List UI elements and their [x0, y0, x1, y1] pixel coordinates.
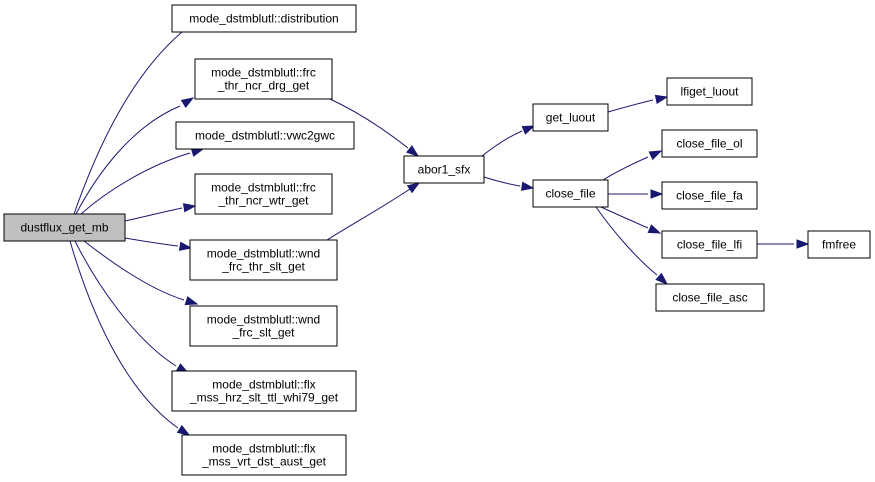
edge-dustflux_get_mb-to-frc_thr_ncr_wtr_get — [124, 203, 197, 222]
node-label: _thr_ncr_wtr_get — [217, 194, 309, 208]
edge-close_file-to-close_file_fa — [607, 189, 664, 199]
edge-abor1_sfx-to-close_file — [483, 176, 535, 191]
arrowhead — [184, 296, 199, 306]
node-label: close_file — [545, 187, 595, 201]
edge-close_file-to-close_file_ol — [602, 150, 663, 181]
node-label: mode_dstmblutl::distribution — [189, 12, 338, 26]
node-frc_thr_ncr_drg_get[interactable]: mode_dstmblutl::frc_thr_ncr_drg_get — [194, 58, 333, 100]
edge-close_file-to-close_file_asc — [595, 206, 669, 285]
node-label: mode_dstmblutl::frc — [211, 181, 316, 195]
node-wnd_frc_slt_get[interactable]: mode_dstmblutl::wnd_frc_slt_get — [189, 305, 338, 347]
arrowhead — [648, 150, 663, 161]
node-label: _mss_vrt_dst_aust_get — [201, 455, 327, 469]
node-label: close_file_lfi — [677, 238, 742, 252]
node-label: abor1_sfx — [418, 163, 471, 177]
node-label: mode_dstmblutl::wnd — [207, 313, 320, 327]
edge-close_file_lfi-to-fmfree — [757, 239, 810, 249]
edge-dustflux_get_mb-to-distribution — [73, 23, 195, 215]
node-flx_mss_hrz_slt_ttl_whi79_get[interactable]: mode_dstmblutl::flx_mss_hrz_slt_ttl_whi7… — [171, 370, 357, 412]
node-label: _frc_thr_slt_get — [221, 260, 305, 274]
node-wnd_frc_thr_slt_get[interactable]: mode_dstmblutl::wnd_frc_thr_slt_get — [189, 239, 338, 281]
edge-dustflux_get_mb-to-flx_mss_vrt_dst_aust_get — [69, 240, 191, 436]
node-label: close_file_asc — [672, 291, 747, 305]
node-distribution[interactable]: mode_dstmblutl::distribution — [171, 4, 357, 33]
edge-dustflux_get_mb-to-frc_thr_ncr_drg_get — [75, 97, 195, 215]
arrowhead — [520, 181, 535, 191]
arrowhead — [406, 145, 420, 157]
node-box — [189, 305, 338, 347]
edge-get_luout-to-lfiget_luout — [607, 94, 669, 113]
node-close_file_lfi[interactable]: close_file_lfi — [661, 230, 758, 259]
node-box — [3, 213, 126, 242]
node-get_luout[interactable]: get_luout — [532, 103, 609, 132]
node-fmfree[interactable]: fmfree — [807, 230, 871, 259]
node-flx_mss_vrt_dst_aust_get[interactable]: mode_dstmblutl::flx_mss_vrt_dst_aust_get — [181, 434, 347, 476]
edge-wnd_frc_thr_slt_get-to-abor1_sfx — [326, 182, 421, 241]
node-box — [666, 77, 753, 106]
arrowhead — [654, 94, 669, 105]
node-box — [532, 103, 609, 132]
node-box — [661, 181, 758, 210]
node-box — [194, 173, 333, 215]
node-label: mode_dstmblutl::wnd — [207, 247, 320, 261]
node-dustflux_get_mb[interactable]: dustflux_get_mb — [3, 213, 126, 242]
node-box — [175, 121, 355, 150]
arrowhead — [176, 424, 191, 436]
edge-dustflux_get_mb-to-wnd_frc_slt_get — [83, 240, 199, 306]
node-abor1_sfx[interactable]: abor1_sfx — [403, 155, 485, 184]
node-label: close_file_ol — [676, 137, 742, 151]
node-lfiget_luout[interactable]: lfiget_luout — [666, 77, 753, 106]
node-label: lfiget_luout — [680, 85, 739, 99]
node-vwc2gwc[interactable]: mode_dstmblutl::vwc2gwc — [175, 121, 355, 150]
arrowhead — [182, 203, 197, 213]
node-label: mode_dstmblutl::flx — [212, 378, 315, 392]
edge-dustflux_get_mb-to-wnd_frc_thr_slt_get — [124, 237, 193, 251]
node-box — [661, 230, 758, 259]
nodes-layer: dustflux_get_mb mode_dstmblutl::distribut… — [3, 4, 871, 476]
node-close_file_fa[interactable]: close_file_fa — [661, 181, 758, 210]
node-box — [403, 155, 485, 184]
node-label: _thr_ncr_drg_get — [217, 79, 310, 93]
edge-dustflux_get_mb-to-vwc2gwc — [80, 147, 205, 215]
edge-close_file-to-close_file_lfi — [600, 206, 662, 234]
node-label: dustflux_get_mb — [20, 221, 108, 235]
node-box — [171, 370, 357, 412]
node-label: close_file_fa — [676, 189, 743, 203]
arrowhead — [647, 224, 662, 234]
node-frc_thr_ncr_wtr_get[interactable]: mode_dstmblutl::frc_thr_ncr_wtr_get — [194, 173, 333, 215]
arrowhead — [796, 239, 810, 249]
node-box — [807, 230, 871, 259]
node-label: _mss_hrz_slt_ttl_whi79_get — [189, 391, 339, 405]
node-box — [194, 58, 333, 100]
arrowhead — [650, 189, 664, 199]
node-label: mode_dstmblutl::flx — [212, 442, 315, 456]
edge-abor1_sfx-to-get_luout — [481, 125, 536, 157]
node-close_file_asc[interactable]: close_file_asc — [655, 283, 765, 312]
edges-layer — [69, 23, 810, 436]
node-box — [181, 434, 347, 476]
node-box — [189, 239, 338, 281]
node-close_file[interactable]: close_file — [532, 179, 609, 208]
node-box — [532, 179, 609, 208]
arrowhead — [178, 241, 193, 251]
node-close_file_ol[interactable]: close_file_ol — [661, 129, 758, 158]
node-label: mode_dstmblutl::vwc2gwc — [195, 129, 335, 143]
node-label: get_luout — [546, 111, 596, 125]
arrowhead — [180, 97, 195, 109]
node-box — [661, 129, 758, 158]
node-box — [655, 283, 765, 312]
arrowhead — [655, 272, 669, 285]
node-box — [171, 4, 357, 33]
node-label: fmfree — [822, 238, 856, 252]
arrowhead — [406, 182, 421, 194]
arrowhead — [521, 125, 536, 135]
edge-dustflux_get_mb-to-flx_mss_hrz_slt_ttl_whi79_get — [74, 240, 190, 374]
arrowhead — [190, 147, 205, 157]
node-label: _frc_slt_get — [231, 326, 295, 340]
node-label: mode_dstmblutl::frc — [211, 66, 316, 80]
edge-frc_thr_ncr_drg_get-to-abor1_sfx — [329, 98, 420, 157]
